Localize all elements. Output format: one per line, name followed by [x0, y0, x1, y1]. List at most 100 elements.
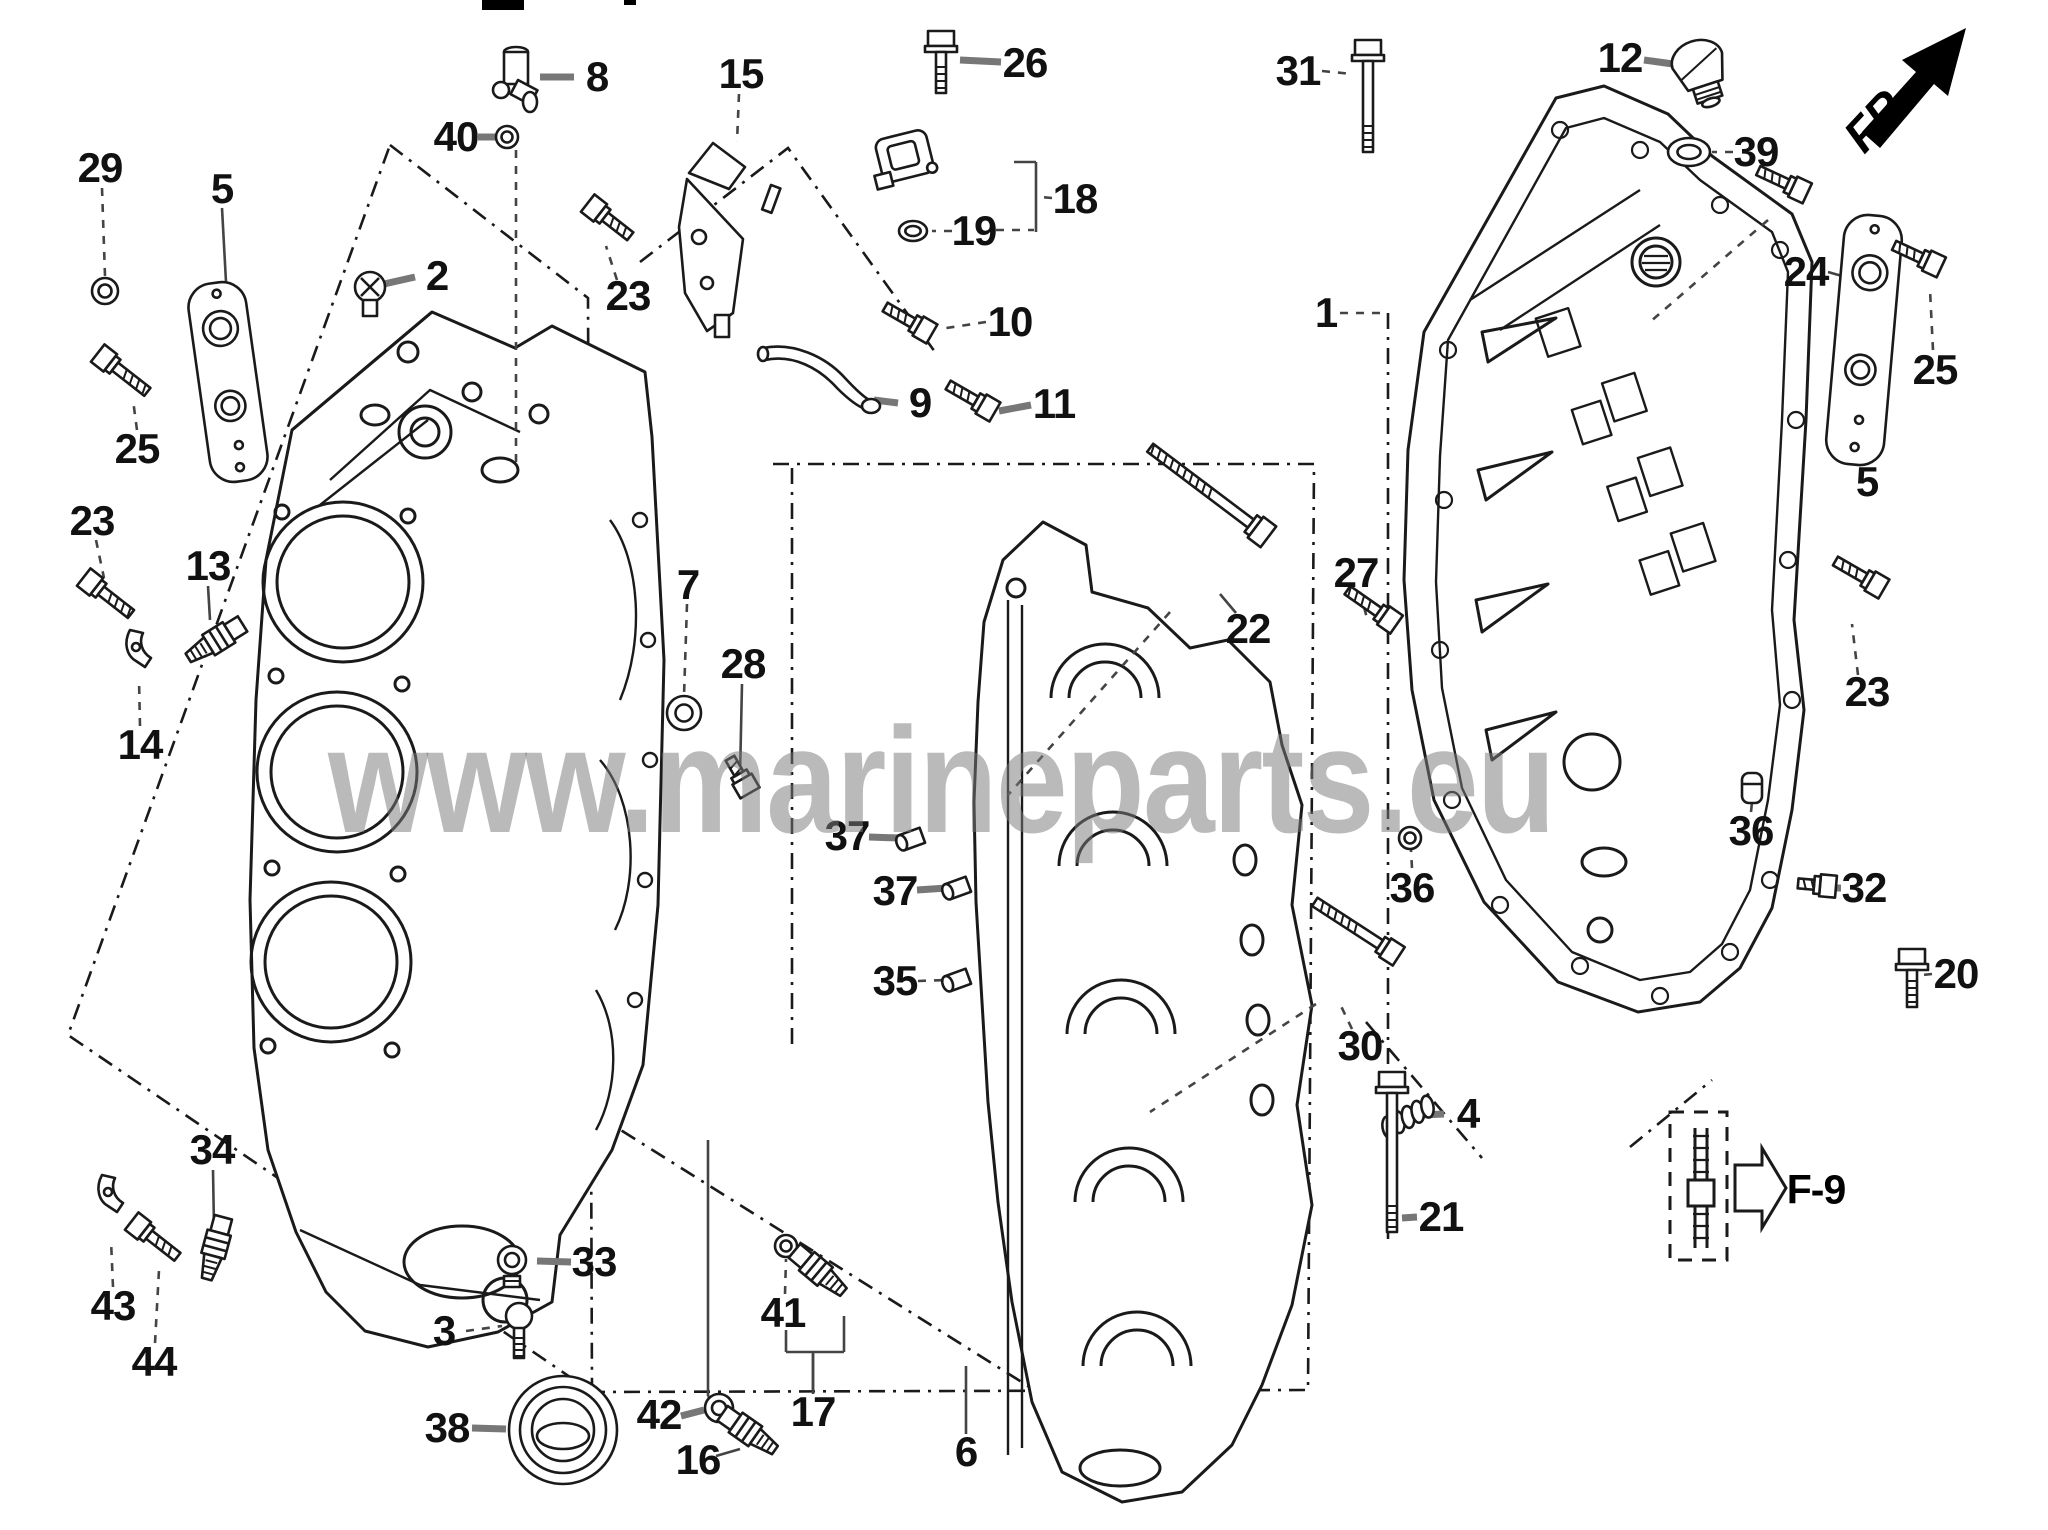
leader-line-2	[383, 273, 416, 288]
leader-line-22	[1219, 593, 1237, 614]
oil-pan-drawing	[1402, 84, 1814, 1014]
plug-icon	[1740, 771, 1764, 805]
callout-10: 10	[987, 298, 1034, 345]
knock-sensor-icon	[200, 1213, 234, 1282]
washer-bolt-icon	[504, 1301, 534, 1360]
callout-33: 33	[571, 1238, 618, 1285]
gasket-plate-icon	[1824, 213, 1904, 467]
flange-bolt-icon	[579, 193, 635, 242]
cropped-print-fragment	[624, 0, 636, 5]
callout-36: 36	[1389, 864, 1436, 911]
callout-37: 37	[872, 867, 919, 914]
callout-6: 6	[954, 1428, 978, 1475]
leader-line-14	[137, 679, 142, 727]
leader-line-18	[1039, 195, 1053, 200]
relief-spring-icon	[1381, 1094, 1435, 1140]
cropped-print-fragment	[482, 0, 524, 10]
leader-line-7	[682, 603, 689, 697]
oil-pressure-switch-icon	[184, 614, 249, 664]
leader-line-26	[959, 56, 1002, 66]
leader-line-23	[94, 539, 106, 579]
chain-line	[591, 1110, 1099, 1432]
leader-line-29	[100, 187, 107, 277]
callout-17: 17	[790, 1388, 837, 1435]
callout-40: 40	[433, 113, 480, 160]
flange-bolt-icon	[123, 1211, 182, 1263]
small-bolt-icon	[1796, 873, 1839, 899]
f9-dashed-box	[1668, 1110, 1729, 1262]
leader-line-38	[471, 1424, 507, 1433]
leader-line-28	[738, 683, 744, 777]
callout-leader-lines	[94, 0, 1935, 1458]
sensor-stay-icon	[677, 141, 782, 339]
leader-line-33	[536, 1257, 572, 1266]
callout-25: 25	[114, 425, 161, 472]
leader-line-10	[939, 320, 987, 331]
hardware-parts	[75, 29, 1948, 1486]
f9-stud-collar	[1686, 1178, 1716, 1208]
leader-line-43	[109, 1239, 115, 1288]
callout-21: 21	[1418, 1193, 1465, 1240]
callout-29: 29	[77, 144, 124, 191]
leader-line-12	[1643, 56, 1674, 68]
leader-line-3	[465, 1324, 503, 1333]
leader-line-36	[1409, 849, 1414, 869]
callout-18: 18	[1052, 175, 1099, 222]
leader-line-23	[604, 245, 619, 281]
callout-43: 43	[90, 1282, 137, 1329]
leader-line-13	[206, 585, 212, 621]
callout-37: 37	[824, 812, 871, 859]
leader-line-11	[998, 401, 1032, 415]
long-bolt-icon	[1374, 1070, 1410, 1234]
callout-42: 42	[636, 1391, 683, 1438]
callout-1: 1	[1314, 289, 1338, 336]
long-bolt-icon	[1350, 38, 1386, 154]
o-ring-icon	[897, 219, 929, 243]
leader-line-16	[715, 1447, 741, 1458]
callout-12: 12	[1597, 34, 1644, 81]
callout-4: 4	[1456, 1090, 1480, 1137]
leader-line-30	[1338, 1003, 1354, 1030]
aux-leader-line	[1649, 219, 1769, 323]
callout-9: 9	[908, 379, 932, 426]
clamp-icon	[125, 628, 153, 669]
dowel-pin-icon	[940, 967, 973, 993]
flange-bolt-icon	[881, 301, 939, 345]
crankcase-drawing	[972, 520, 1314, 1504]
callout-22: 22	[1225, 605, 1272, 652]
callout-30: 30	[1337, 1022, 1384, 1069]
callout-5: 5	[210, 165, 234, 212]
leader-line-25	[1928, 289, 1935, 351]
callout-16: 16	[675, 1436, 722, 1483]
long-bolt-icon	[1145, 442, 1278, 549]
leader-line-5	[220, 207, 228, 283]
oil-seal-icon	[507, 1374, 619, 1486]
f9-reference-label: F-9	[1786, 1166, 1846, 1213]
flange-bolt-icon	[1890, 239, 1948, 279]
callout-39: 39	[1733, 128, 1780, 175]
callout-25: 25	[1912, 346, 1959, 393]
flange-bolt-icon	[1343, 584, 1405, 635]
gasket-plate-icon	[187, 280, 269, 484]
callout-26: 26	[1002, 39, 1049, 86]
callout-15: 15	[718, 50, 765, 97]
leader-line-21	[1401, 1213, 1418, 1222]
callout-36: 36	[1728, 807, 1775, 854]
chain-line	[639, 146, 937, 353]
flange-bolt-icon	[944, 379, 1002, 423]
callout-28: 28	[720, 640, 767, 687]
callout-23: 23	[605, 272, 652, 319]
leader-line-41	[783, 1258, 788, 1295]
f9-arrow-icon	[1733, 1142, 1788, 1234]
sealing-bolt-icon	[353, 270, 387, 318]
flange-bolt-icon	[1831, 555, 1891, 600]
callout-7: 7	[676, 561, 700, 608]
washer-icon	[1397, 825, 1423, 851]
flange-bolt-icon	[1754, 164, 1814, 205]
callout-32: 32	[1841, 864, 1888, 911]
callout-23: 23	[69, 497, 116, 544]
grommet-icon	[496, 1244, 528, 1289]
leader-line-31	[1321, 69, 1353, 76]
callout-3: 3	[432, 1307, 456, 1354]
